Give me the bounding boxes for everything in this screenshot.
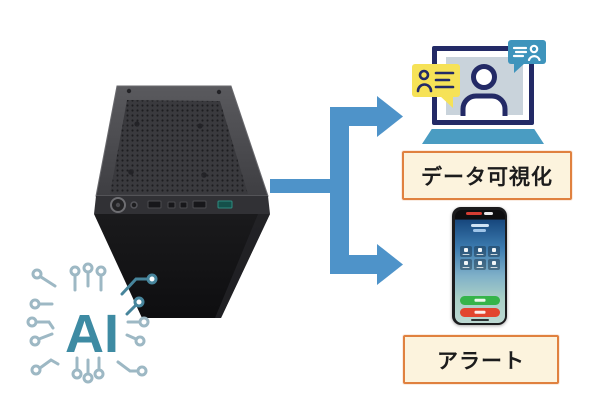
pc-vent-mesh [110,100,248,194]
alert-status-text [466,211,482,215]
branch-arrow [270,96,403,285]
alert-label-text: アラート [437,349,525,373]
audio-jack [167,201,176,209]
call-options-grid [459,245,500,270]
data-visualization-label: データ可視化 [402,151,572,200]
person-icon [460,64,508,116]
keypad-icon [473,245,486,257]
usb-port [147,200,162,209]
speaker-icon [487,245,500,257]
contact-card-icon [416,69,455,93]
mute-icon [459,245,472,257]
circuit-pattern [26,262,158,384]
caller-info-text [455,223,505,232]
pc-io-ports [110,197,233,213]
usb3-port [217,200,233,209]
add-call-icon [459,258,472,270]
device-name-text [484,211,493,215]
pc-screw-holes [126,88,222,178]
phone-status-text [455,211,505,215]
usb-port [192,200,207,209]
data-visualization-label-text: データ可視化 [421,165,553,189]
chat-bubble-blue-tail [514,63,525,73]
smartphone-illustration [452,207,507,325]
contacts-icon [487,258,500,270]
chat-person-icon [512,44,541,61]
phone-screen [454,209,505,323]
pc-body-highlight [215,214,270,318]
ai-logo: AI [26,262,158,384]
home-indicator [470,318,489,321]
audio-jack [179,201,188,209]
decline-call-button [459,307,500,317]
reset-button [130,201,138,209]
facetime-icon [473,258,486,270]
edge-pc-tower-image [94,85,270,318]
ai-logo-text: AI [65,304,119,364]
laptop-base [422,129,544,144]
alert-label: アラート [403,335,559,384]
accept-call-button [459,295,500,305]
